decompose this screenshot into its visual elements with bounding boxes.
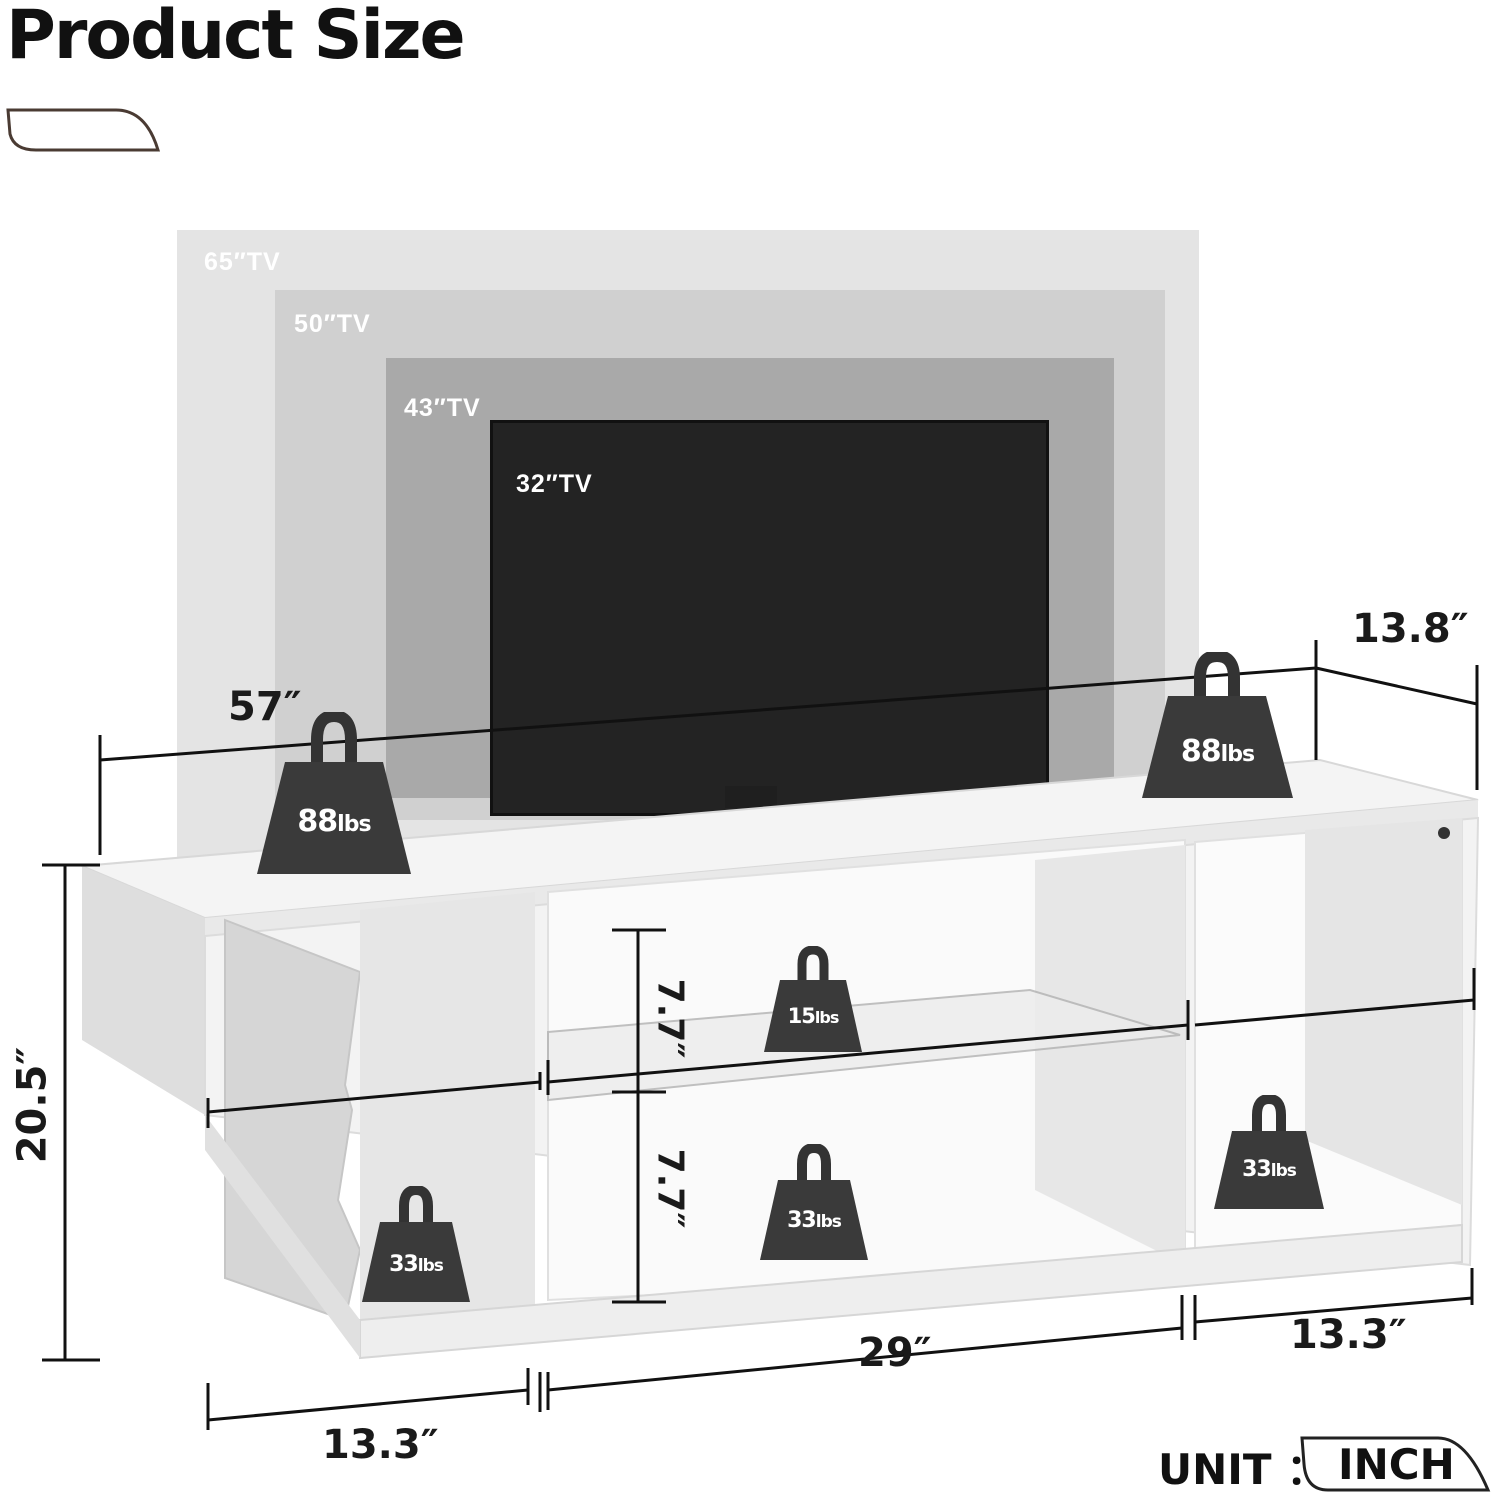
- unit-label: UNIT ：: [1158, 1445, 1329, 1494]
- weight-value: 33: [389, 1252, 419, 1277]
- tv-43-label: 43″TV: [404, 394, 481, 422]
- tv-50-label: 50″TV: [294, 310, 371, 338]
- unit-value: INCH: [1338, 1440, 1455, 1489]
- weight-top-right: 88lbs: [1140, 649, 1295, 800]
- unit-badge-shape: [1300, 1436, 1491, 1492]
- weight-unit: lbs: [814, 1008, 839, 1027]
- width-label: 57″: [228, 684, 302, 730]
- weight-icon: [362, 1184, 470, 1302]
- unit-badge: INCH: [1298, 1434, 1494, 1494]
- depth-label: 13.8″: [1352, 606, 1469, 652]
- weight-bottom-center: 33lbs: [758, 1142, 870, 1262]
- weight-value: 15: [787, 1004, 816, 1028]
- weight-icon: [257, 709, 411, 874]
- weight-middle-shelf: 15lbs: [762, 945, 864, 1054]
- shelf-upper-label: 7.7″: [649, 978, 691, 1059]
- weight-unit: lbs: [1220, 742, 1255, 767]
- tv-32-screen: [490, 420, 1049, 816]
- page-title: Product Size: [6, 0, 466, 75]
- weight-unit: lbs: [417, 1256, 444, 1276]
- weight-unit: lbs: [815, 1212, 842, 1232]
- weight-icon: [1142, 649, 1293, 798]
- weight-unit: lbs: [1270, 1161, 1297, 1181]
- weight-value: 33: [787, 1208, 817, 1233]
- weight-bottom-right: 33lbs: [1212, 1093, 1326, 1211]
- weight-value: 88: [1180, 734, 1222, 769]
- middle-width-label: 29″: [858, 1330, 932, 1376]
- weight-icon: [1214, 1093, 1324, 1209]
- weight-top-left: 88lbs: [255, 709, 413, 877]
- tv-32-label: 32″TV: [516, 470, 593, 498]
- weight-icon: [760, 1142, 868, 1260]
- weight-value: 88: [297, 804, 338, 839]
- shelf-lower-label: 7.7″: [649, 1148, 691, 1229]
- weight-unit: lbs: [337, 812, 371, 837]
- weight-bottom-left: 33lbs: [360, 1184, 472, 1304]
- left-width-label: 13.3″: [322, 1422, 439, 1468]
- right-width-label: 13.3″: [1290, 1312, 1407, 1358]
- title-decoration: [6, 108, 161, 152]
- height-label: 20.5″: [9, 1046, 56, 1164]
- weight-value: 33: [1242, 1157, 1272, 1182]
- weight-icon: [764, 945, 862, 1052]
- tv-65-label: 65″TV: [204, 248, 281, 276]
